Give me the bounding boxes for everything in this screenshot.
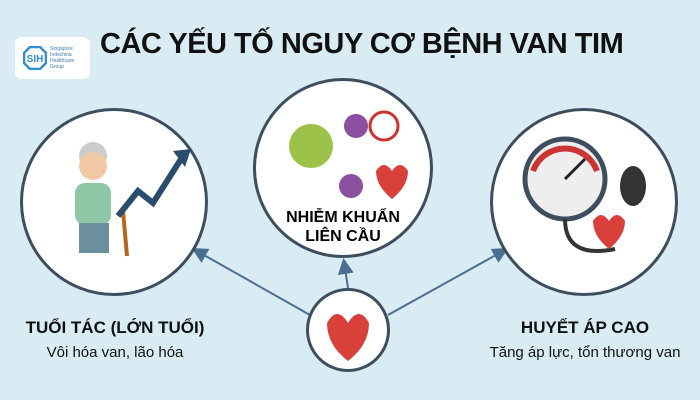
elderly-person-icon	[75, 142, 191, 257]
hypertension-heading: HUYẾT ÁP CAO	[520, 318, 650, 337]
infection-factor-circle	[253, 78, 433, 258]
sihg-logo-icon: SIH	[23, 46, 47, 70]
heart-icon	[327, 314, 369, 361]
age-heading: TUỔI TÁC (LỚN TUỔI)	[25, 318, 205, 337]
hypertension-factor-circle	[490, 108, 678, 296]
hypertension-subtitle: Tăng áp lực, tổn thương van	[489, 344, 681, 361]
hypertension-label: HUYẾT ÁP CAO Tăng áp lực, tổn thương van	[470, 318, 700, 361]
age-subtitle: Vôi hóa van, lão hóa	[46, 344, 184, 361]
age-factor-circle	[20, 108, 208, 296]
page-title: CÁC YẾU TỐ NGUY CƠ BỆNH VAN TIM	[100, 28, 624, 60]
arrow-to-hypertension	[387, 248, 509, 316]
age-factor-label: TUỔI TÁC (LỚN TUỔI) Vôi hóa van, lão hóa	[15, 318, 215, 361]
arrow-to-age	[191, 248, 311, 316]
center-heart-circle	[306, 288, 390, 372]
bacteria-icon	[289, 110, 408, 199]
svg-text:SIH: SIH	[27, 54, 44, 65]
blood-pressure-gauge-icon	[522, 136, 646, 253]
arrow-to-infection	[337, 258, 354, 289]
